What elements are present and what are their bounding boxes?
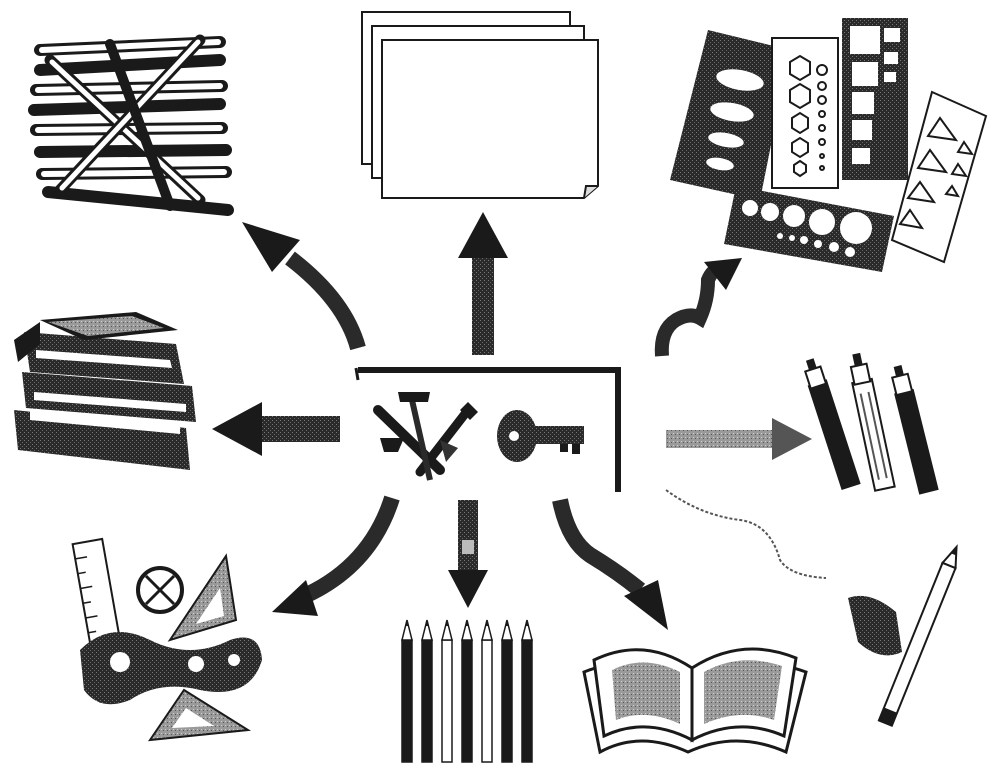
pens-icon (34, 40, 228, 210)
pencils-icon (402, 620, 532, 762)
arrow-left (212, 402, 340, 456)
center-box (356, 368, 618, 492)
paper-icon (362, 12, 598, 198)
drafting-icon (73, 539, 262, 740)
arrow-down-right (560, 500, 668, 630)
arrow-down-left (272, 498, 392, 616)
arrow-up-left (242, 222, 358, 348)
books-icon (14, 312, 196, 470)
tools-icon (378, 392, 478, 480)
key-icon (497, 410, 584, 462)
arrow-down (448, 500, 488, 608)
arrow-right (666, 418, 812, 460)
open-book-icon (584, 649, 806, 752)
arrow-up-right (662, 258, 742, 356)
arrow-up (458, 212, 508, 355)
ink-pen-icon (800, 352, 938, 495)
pencil-eraser-icon (848, 544, 963, 725)
stencil-icon (670, 18, 986, 272)
faint-connector (666, 490, 826, 578)
